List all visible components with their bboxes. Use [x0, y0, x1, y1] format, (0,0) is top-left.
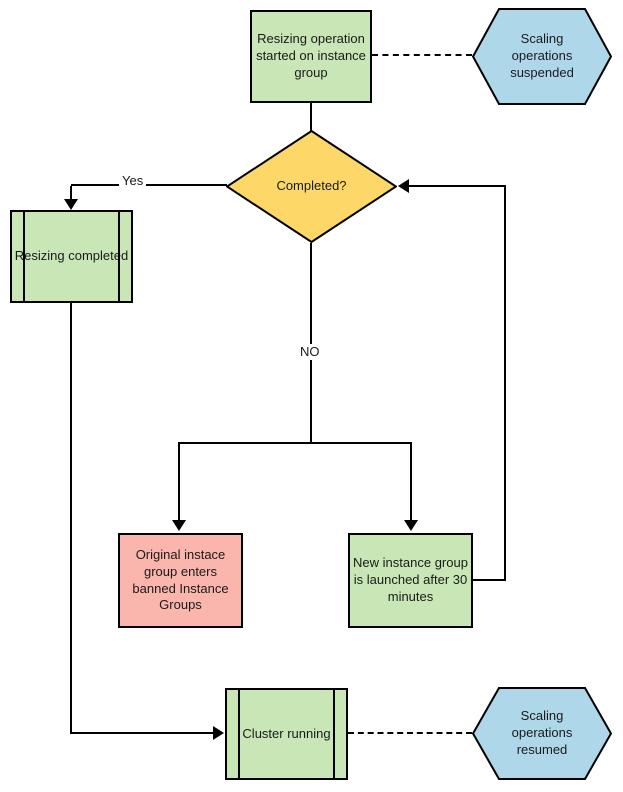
- edge-no-branch-h: [178, 442, 412, 444]
- predefined-process-bar-left: [23, 212, 25, 301]
- edge-no-left-v: [178, 442, 180, 520]
- arrowhead-into-banned-group: [172, 520, 186, 531]
- predefined-process-bar-left: [238, 690, 240, 778]
- node-suspended: Scaling operations suspended: [472, 8, 612, 105]
- edge-no-segment-v: [310, 243, 312, 443]
- edge-feedback-segment-h2: [409, 185, 506, 187]
- node-start-label: Resizing operation started on instance g…: [256, 31, 366, 80]
- predefined-process-bar-right: [118, 212, 120, 301]
- node-new-group: New instance group is launched after 30 …: [348, 533, 473, 628]
- node-resumed: Scaling operations resumed: [472, 687, 612, 780]
- node-banned-group-label: Original instace group enters banned Ins…: [132, 546, 229, 613]
- edge-start-decision: [310, 103, 312, 131]
- edge-no-right-v: [410, 442, 412, 520]
- node-decision: Completed?: [226, 130, 397, 243]
- node-resizing-completed: Resizing completed: [10, 210, 133, 303]
- arrowhead-into-decision: [398, 179, 409, 193]
- predefined-process-bar-right: [333, 690, 335, 778]
- arrowhead-into-resizing-completed: [64, 199, 78, 210]
- edge-feedback-segment-v: [504, 185, 506, 581]
- node-decision-label: Completed?: [276, 178, 347, 194]
- node-cluster-running-label: Cluster running: [242, 725, 331, 741]
- hexagon-shape: [472, 8, 612, 105]
- edge-cluster-resumed-dashed: [348, 732, 472, 734]
- node-resizing-completed-label: Resizing completed: [14, 248, 129, 264]
- diamond-shape: [226, 130, 397, 243]
- node-new-group-label: New instance group is launched after 30 …: [353, 555, 468, 604]
- edge-yes-segment-h: [71, 184, 227, 186]
- node-banned-group: Original instace group enters banned Ins…: [118, 533, 243, 628]
- node-suspended-label: Scaling operations suspended: [510, 31, 574, 80]
- node-start: Resizing operation started on instance g…: [250, 10, 372, 103]
- edge-label-yes: Yes: [119, 173, 147, 189]
- node-resumed-label: Scaling operations resumed: [511, 708, 573, 757]
- hexagon-shape: [472, 687, 612, 780]
- arrowhead-into-new-group: [404, 520, 418, 531]
- node-cluster-running: Cluster running: [225, 688, 348, 780]
- edge-resizing-cluster-v: [70, 303, 72, 733]
- arrowhead-into-cluster-running: [213, 726, 224, 740]
- edge-feedback-segment-h1: [473, 579, 506, 581]
- edge-start-suspended-dashed: [372, 54, 472, 56]
- edge-yes-segment-v: [70, 186, 72, 200]
- edge-label-no: NO: [297, 344, 323, 360]
- edge-resizing-cluster-h: [70, 732, 214, 734]
